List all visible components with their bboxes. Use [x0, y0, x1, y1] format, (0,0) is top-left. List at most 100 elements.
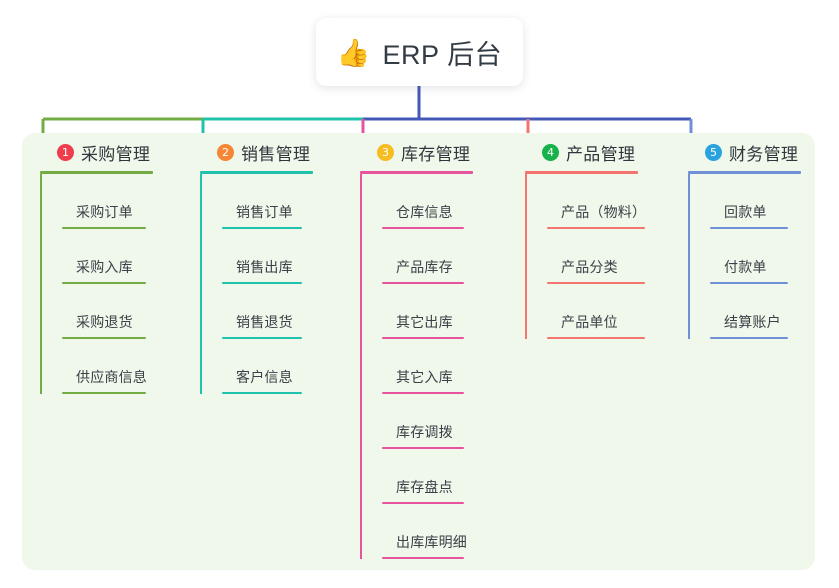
- leaf-rule: [62, 392, 146, 394]
- leaf-label: 销售退货: [236, 314, 293, 330]
- leaf-rule: [382, 227, 464, 229]
- root-title: ERP 后台: [382, 39, 503, 70]
- leaf-rule: [547, 282, 645, 284]
- leaf-item[interactable]: 结算账户: [710, 284, 801, 339]
- leaf-rule: [382, 447, 464, 449]
- leaf-item[interactable]: 供应商信息: [62, 339, 153, 394]
- leaf-label: 客户信息: [236, 369, 293, 385]
- branch-badge-2: 2: [217, 143, 234, 161]
- root-node[interactable]: 👍 ERP 后台: [316, 18, 523, 86]
- leaf-item[interactable]: 库存调拨: [382, 394, 473, 449]
- branch-title-1: 采购管理: [81, 144, 151, 164]
- leaf-item[interactable]: 其它入库: [382, 339, 473, 394]
- branch-badge-3: 3: [377, 143, 394, 161]
- branch-spine-4: [525, 174, 527, 339]
- leaf-label: 销售订单: [236, 204, 293, 220]
- leaf-item[interactable]: 销售订单: [222, 174, 313, 229]
- leaf-item[interactable]: 采购订单: [62, 174, 153, 229]
- branch-rule-2: [200, 171, 313, 174]
- leaf-label: 供应商信息: [76, 369, 147, 385]
- branch-title-3: 库存管理: [401, 144, 471, 164]
- leaf-rule: [382, 282, 464, 284]
- leaf-label: 回款单: [724, 204, 767, 220]
- branch-title-5: 财务管理: [729, 144, 799, 164]
- leaf-item[interactable]: 产品单位: [547, 284, 646, 339]
- leaf-item[interactable]: 销售退货: [222, 284, 313, 339]
- leaf-label: 产品库存: [396, 259, 453, 275]
- leaf-rule: [62, 282, 146, 284]
- leaf-rule: [222, 337, 302, 339]
- leaf-label: 产品单位: [561, 314, 618, 330]
- leaf-label: 采购入库: [76, 259, 133, 275]
- leaf-rule: [382, 502, 464, 504]
- branch-spine-5: [688, 174, 690, 339]
- leaf-rule: [710, 337, 788, 339]
- leaf-rule: [222, 282, 302, 284]
- leaf-item[interactable]: 出库库明细: [382, 504, 473, 559]
- leaf-item[interactable]: 产品库存: [382, 229, 473, 284]
- leaf-label: 采购退货: [76, 314, 133, 330]
- leaf-label: 结算账户: [724, 314, 781, 330]
- leaf-item[interactable]: 采购入库: [62, 229, 153, 284]
- branch-rule-4: [525, 171, 638, 174]
- branch-title-2: 销售管理: [241, 144, 311, 164]
- branch-leaf-list-5: 回款单付款单结算账户: [688, 174, 801, 339]
- leaf-rule: [382, 557, 464, 559]
- leaf-item[interactable]: 仓库信息: [382, 174, 473, 229]
- leaf-rule: [547, 227, 645, 229]
- leaf-rule: [710, 282, 788, 284]
- leaf-item[interactable]: 采购退货: [62, 284, 153, 339]
- leaf-rule: [62, 337, 146, 339]
- leaf-item[interactable]: 回款单: [710, 174, 801, 229]
- branch-header-5[interactable]: 5 财务管理: [688, 133, 801, 171]
- branch-column-3: 3 库存管理仓库信息产品库存其它出库其它入库库存调拨库存盘点出库库明细: [360, 133, 473, 559]
- leaf-rule: [62, 227, 146, 229]
- leaf-label: 其它出库: [396, 314, 453, 330]
- branch-column-4: 4 产品管理产品（物料） 产品分类产品单位: [525, 133, 646, 339]
- leaf-label: 库存盘点: [396, 479, 453, 495]
- leaf-label: 产品分类: [561, 259, 618, 275]
- branch-column-5: 5 财务管理回款单付款单结算账户: [688, 133, 801, 339]
- leaf-rule: [222, 392, 302, 394]
- branch-rule-1: [40, 171, 153, 174]
- branch-header-3[interactable]: 3 库存管理: [360, 133, 473, 171]
- branch-header-2[interactable]: 2 销售管理: [200, 133, 313, 171]
- leaf-item[interactable]: 销售出库: [222, 229, 313, 284]
- leaf-item[interactable]: 库存盘点: [382, 449, 473, 504]
- branch-title-4: 产品管理: [566, 144, 636, 164]
- leaf-rule: [710, 227, 788, 229]
- branch-spine-3: [360, 174, 362, 559]
- branch-leaf-list-1: 采购订单采购入库采购退货供应商信息: [40, 174, 153, 394]
- leaf-item[interactable]: 产品（物料）: [547, 174, 646, 229]
- leaf-item[interactable]: 其它出库: [382, 284, 473, 339]
- branch-leaf-list-4: 产品（物料） 产品分类产品单位: [525, 174, 646, 339]
- leaf-label: 付款单: [724, 259, 767, 275]
- branch-spine-2: [200, 174, 202, 394]
- leaf-label: 采购订单: [76, 204, 133, 220]
- leaf-rule: [547, 337, 645, 339]
- branch-rule-5: [688, 171, 801, 174]
- leaf-rule: [222, 227, 302, 229]
- leaf-label: 仓库信息: [396, 204, 453, 220]
- branch-leaf-list-2: 销售订单销售出库销售退货客户信息: [200, 174, 313, 394]
- leaf-item[interactable]: 付款单: [710, 229, 801, 284]
- branch-badge-4: 4: [542, 143, 559, 161]
- branch-rule-3: [360, 171, 473, 174]
- leaf-label: 库存调拨: [396, 424, 453, 440]
- leaf-label: 其它入库: [396, 369, 453, 385]
- leaf-rule: [382, 337, 464, 339]
- leaf-item[interactable]: 产品分类: [547, 229, 646, 284]
- leaf-label: 产品（物料）: [561, 204, 647, 220]
- leaf-label: 出库库明细: [396, 534, 467, 550]
- branch-leaf-list-3: 仓库信息产品库存其它出库其它入库库存调拨库存盘点出库库明细: [360, 174, 473, 559]
- branch-header-4[interactable]: 4 产品管理: [525, 133, 646, 171]
- leaf-label: 销售出库: [236, 259, 293, 275]
- branch-badge-5: 5: [705, 143, 722, 161]
- thumbs-up-icon: 👍: [336, 37, 371, 68]
- leaf-item[interactable]: 客户信息: [222, 339, 313, 394]
- branch-column-2: 2 销售管理销售订单销售出库销售退货客户信息: [200, 133, 313, 394]
